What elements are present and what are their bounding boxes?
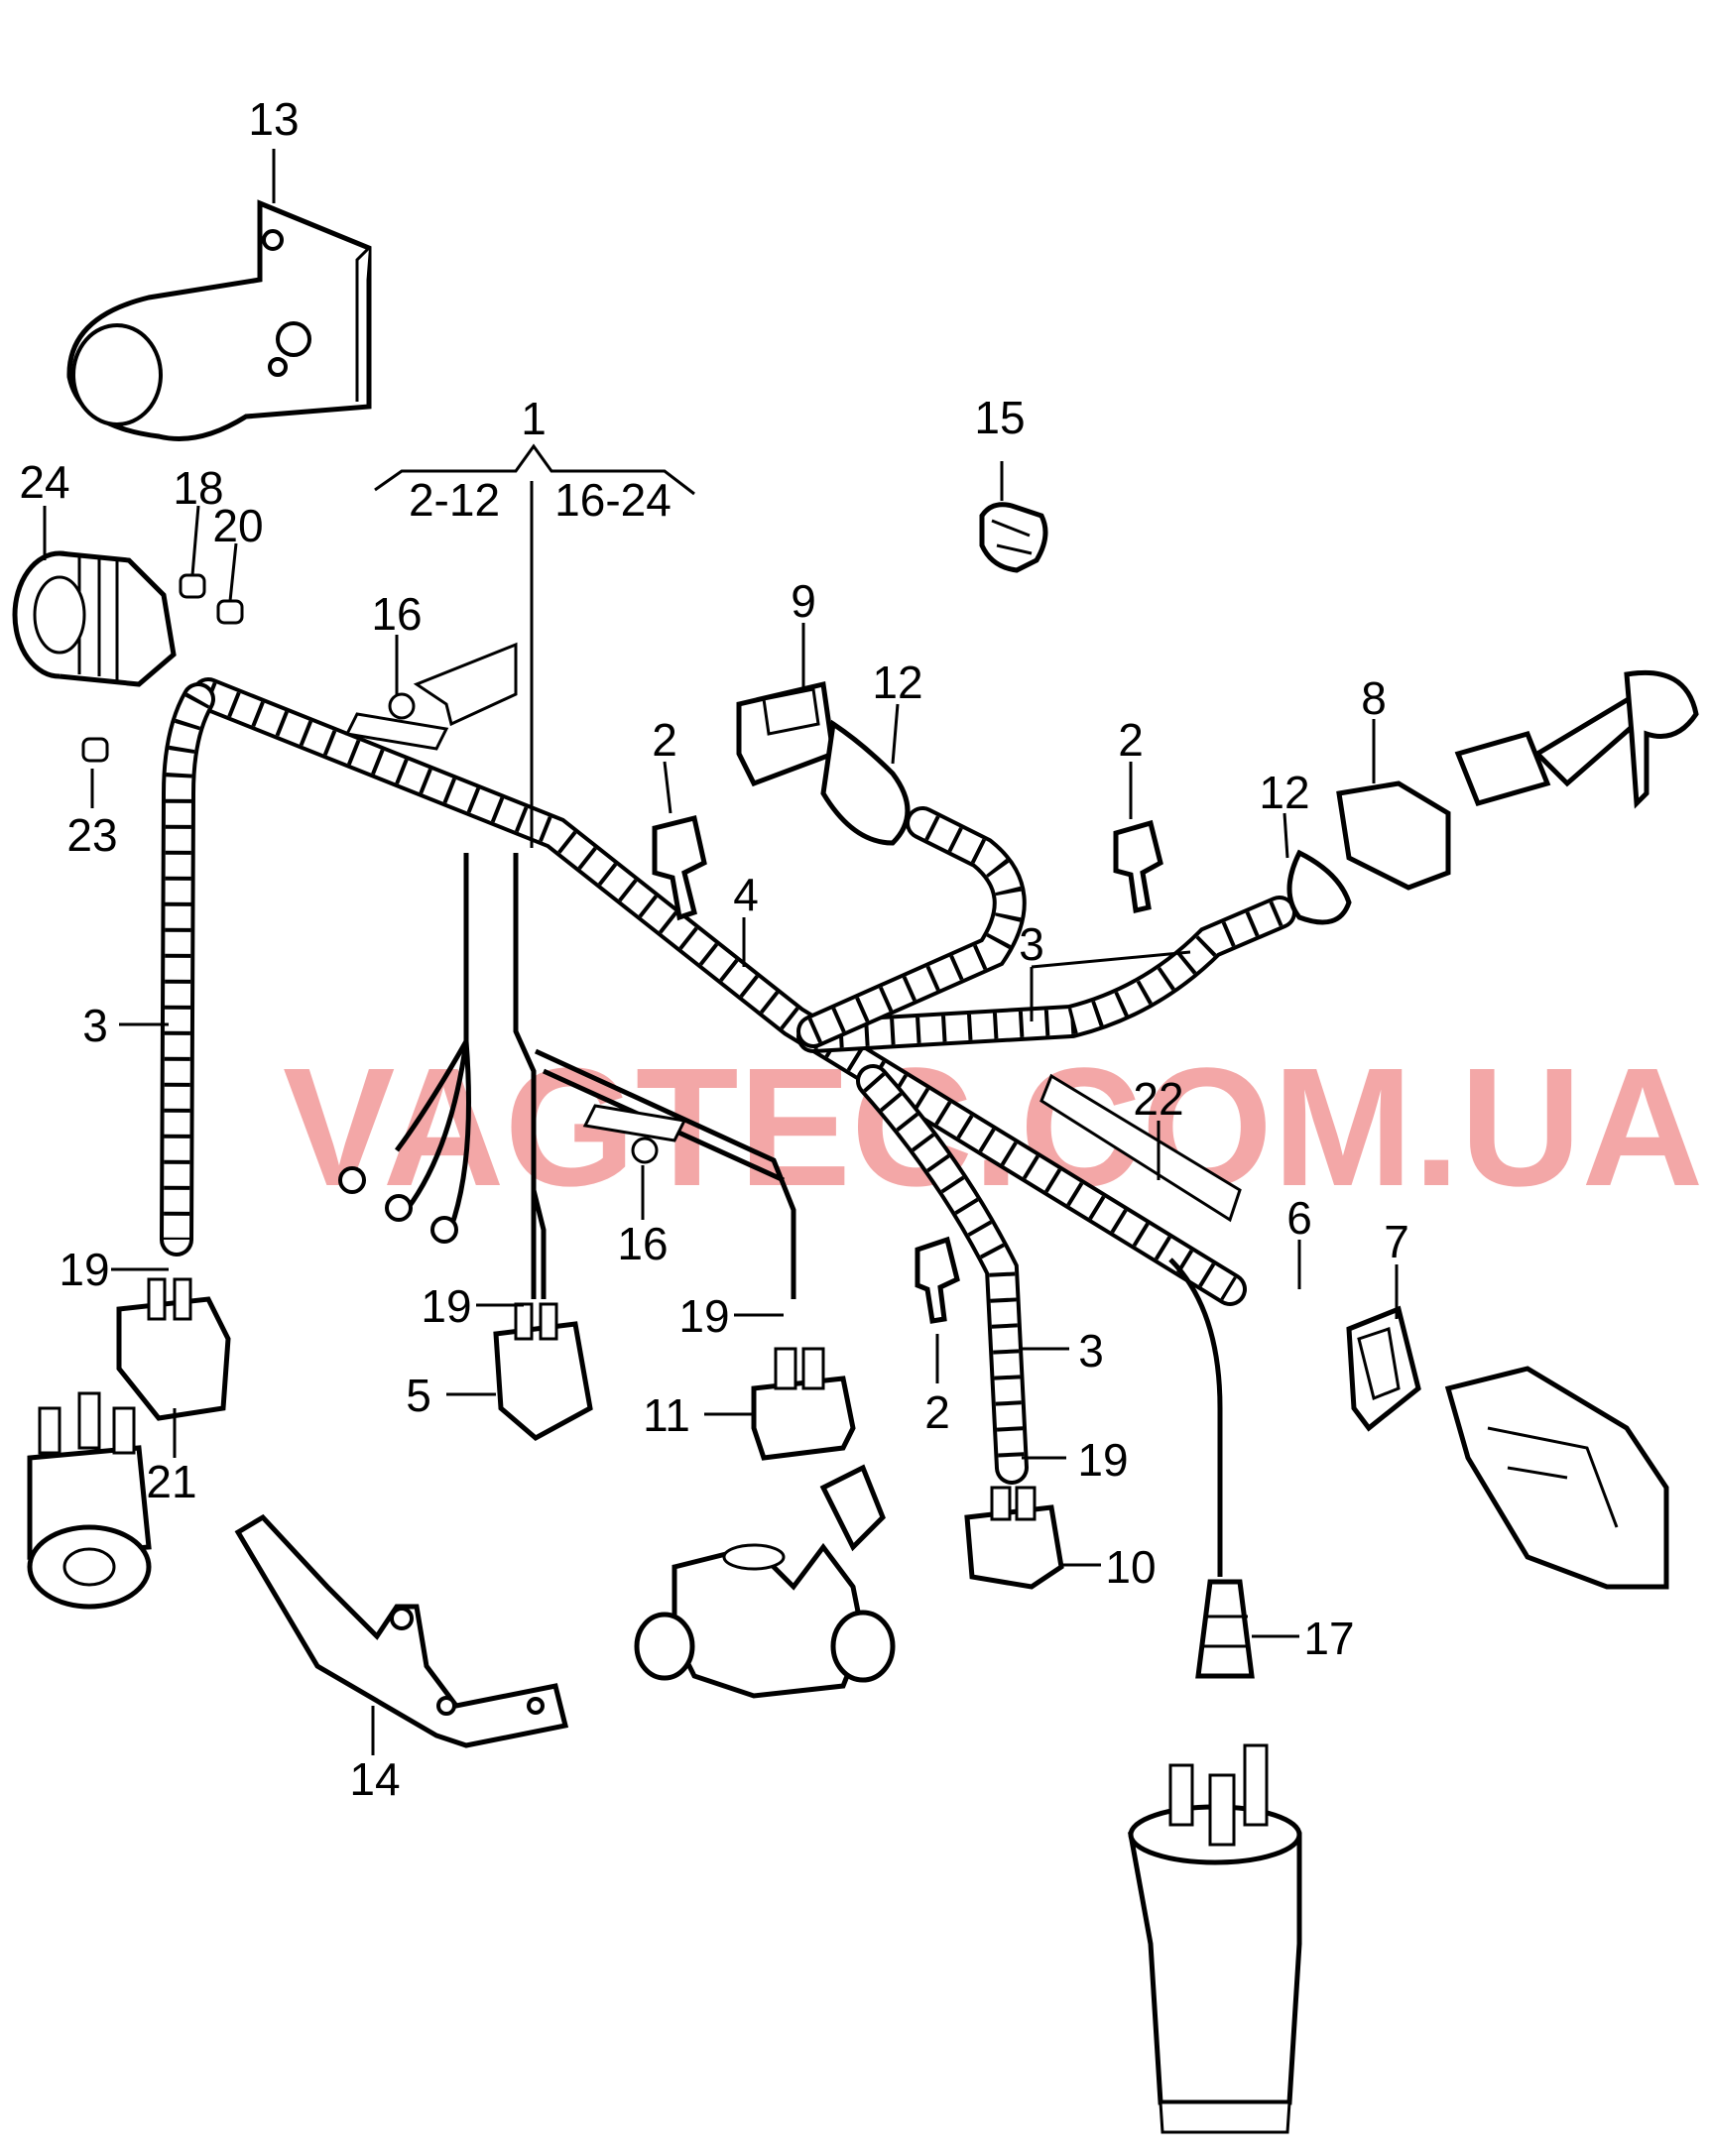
callout-3-right: 3 bbox=[1078, 1325, 1104, 1377]
callout-21: 21 bbox=[146, 1456, 196, 1507]
connector-part-8 bbox=[1286, 780, 1451, 925]
ignition-coil bbox=[1128, 1743, 1302, 2134]
callout-19-center: 19 bbox=[678, 1290, 729, 1342]
connector-part-21 bbox=[116, 1277, 231, 1421]
callout-19-right: 19 bbox=[1077, 1434, 1128, 1486]
callout-9: 9 bbox=[791, 575, 816, 627]
connector-part-5 bbox=[493, 1302, 593, 1442]
control-module bbox=[1444, 1366, 1669, 1590]
callout-2-left: 2 bbox=[652, 714, 677, 766]
bracket-part-14 bbox=[234, 1513, 569, 1748]
callout-3-top: 3 bbox=[1019, 918, 1044, 970]
tie-clip-part-16-a bbox=[344, 692, 449, 751]
callout-6: 6 bbox=[1286, 1192, 1312, 1244]
callout-2-right: 2 bbox=[1118, 714, 1144, 766]
sensor-top-right bbox=[1454, 669, 1699, 809]
callout-7: 7 bbox=[1384, 1216, 1409, 1267]
callout-12-left: 12 bbox=[872, 657, 922, 708]
callout-2-bottom: 2 bbox=[924, 1386, 950, 1438]
connector-part-9 bbox=[736, 680, 911, 846]
callout-16-top: 16 bbox=[371, 588, 422, 640]
harness-loom bbox=[160, 642, 1296, 1577]
callout-19-left: 19 bbox=[59, 1244, 109, 1295]
clip-part-2-a bbox=[652, 814, 707, 921]
round-connector-part-24 bbox=[12, 550, 177, 687]
connector-part-11 bbox=[751, 1347, 856, 1461]
callout-lines bbox=[43, 149, 1399, 1755]
boot-part-17 bbox=[1195, 1579, 1255, 1679]
cap-part-20 bbox=[216, 599, 244, 625]
callout-18: 18 bbox=[173, 462, 223, 514]
callout-20: 20 bbox=[212, 500, 263, 551]
callout-12-right: 12 bbox=[1259, 767, 1309, 818]
callout-13: 13 bbox=[248, 93, 299, 145]
callout-19-mid: 19 bbox=[421, 1280, 471, 1332]
callout-14: 14 bbox=[349, 1753, 400, 1805]
cap-part-23 bbox=[81, 737, 109, 763]
callout-22: 22 bbox=[1133, 1073, 1183, 1125]
callout-16-bottom: 16 bbox=[617, 1218, 668, 1269]
callout-4: 4 bbox=[733, 869, 759, 920]
clip-part-2-b bbox=[1113, 819, 1163, 914]
clip-part-2-c bbox=[915, 1236, 960, 1324]
group-label-1: 1 bbox=[521, 393, 547, 444]
callout-11: 11 bbox=[643, 1389, 690, 1441]
callout-10: 10 bbox=[1105, 1541, 1156, 1593]
coolant-flange bbox=[634, 1464, 896, 1699]
bracket-part-13 bbox=[66, 199, 372, 441]
distributor-cap bbox=[27, 1391, 152, 1610]
connector-part-7 bbox=[1346, 1305, 1421, 1432]
callout-17: 17 bbox=[1303, 1613, 1354, 1664]
connector-part-10 bbox=[964, 1486, 1064, 1590]
callout-23: 23 bbox=[66, 809, 117, 861]
clip-part-15 bbox=[979, 502, 1048, 573]
callout-5: 5 bbox=[406, 1370, 431, 1421]
callout-24: 24 bbox=[19, 456, 69, 508]
callout-3-left: 3 bbox=[82, 1000, 108, 1051]
range-label-2-12: 2-12 bbox=[409, 474, 500, 526]
callout-15: 15 bbox=[974, 392, 1025, 443]
range-label-16-24: 16-24 bbox=[554, 474, 672, 526]
tie-clip-part-16-b bbox=[582, 1104, 687, 1164]
callout-8: 8 bbox=[1361, 672, 1387, 724]
cap-part-18 bbox=[179, 573, 206, 599]
